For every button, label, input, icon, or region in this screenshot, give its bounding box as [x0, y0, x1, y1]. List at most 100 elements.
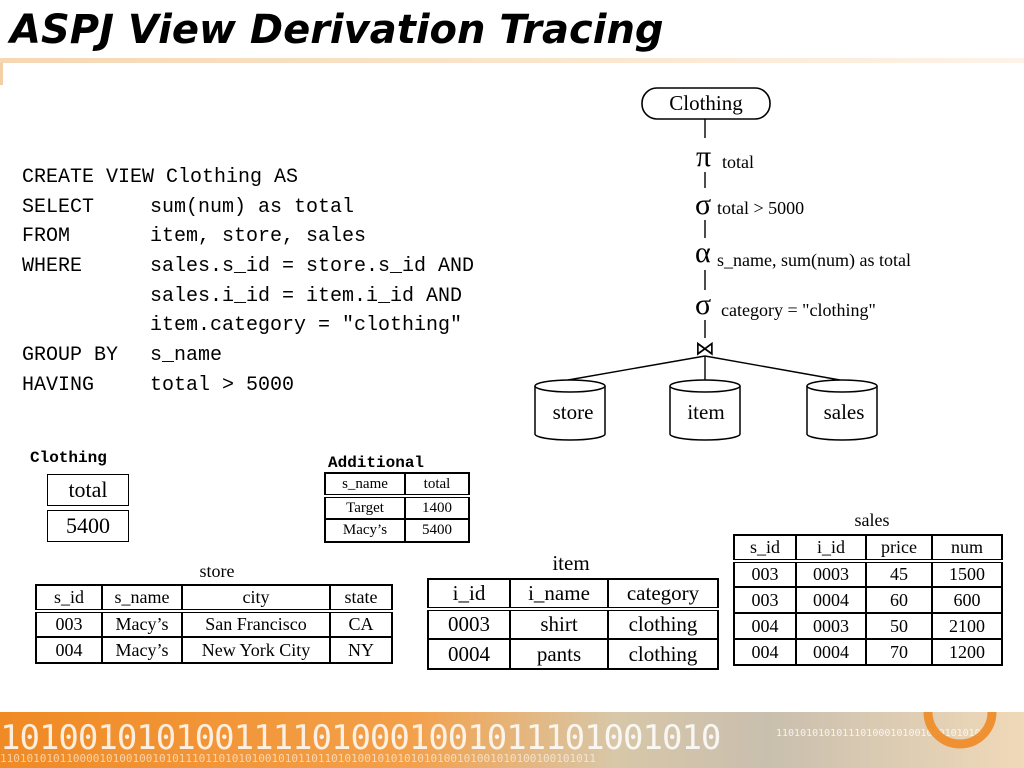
- sql-line-3-value: item, store, sales: [150, 225, 367, 248]
- table-row: 0003 shirt clothing: [427, 607, 719, 640]
- store-col-state: state: [329, 584, 393, 612]
- sigma-category-symbol: σ: [695, 288, 711, 321]
- sales-cell: 1500: [931, 559, 1003, 588]
- additional-col-total: total: [404, 472, 470, 497]
- item-cell: shirt: [509, 607, 609, 640]
- table-row: Macy’s 5400: [324, 518, 470, 543]
- sql-line-4-value: sales.s_id = store.s_id AND: [150, 255, 475, 278]
- item-cell: pants: [509, 638, 609, 670]
- tree-edge-store: [567, 355, 706, 381]
- sql-line-2-value: sum(num) as total: [150, 196, 355, 219]
- table-row: 003 Macy’s San Francisco CA: [35, 609, 393, 638]
- clothing-table-caption: Clothing: [30, 449, 107, 467]
- additional-table: s_name total Target 1400 Macy’s 5400: [324, 472, 470, 543]
- additional-cell: Target: [324, 494, 406, 520]
- sales-col-price: price: [865, 534, 933, 562]
- sql-line-3-keyword: FROM: [22, 225, 71, 248]
- footer-binary-right: 1101010101011101000101001000101010: [776, 728, 981, 739]
- sales-cell: 0003: [795, 559, 867, 588]
- item-col-category: category: [607, 578, 719, 610]
- store-cell: 004: [35, 636, 103, 664]
- sql-line-8-keyword: HAVING: [22, 374, 95, 397]
- store-col-city: city: [181, 584, 331, 612]
- item-cell: clothing: [607, 607, 719, 640]
- sql-line-7-value: s_name: [150, 344, 223, 367]
- store-cell: NY: [329, 636, 393, 664]
- sales-cell: 0004: [795, 586, 867, 614]
- item-cell: 0004: [427, 638, 511, 670]
- sales-cell: 2100: [931, 612, 1003, 640]
- page-title: ASPJ View Derivation Tracing: [10, 7, 664, 53]
- item-col-i-id: i_id: [427, 578, 511, 610]
- store-table-caption: store: [199, 561, 235, 581]
- footer-banner: 1010010101001111010001001011101001010 11…: [0, 712, 1024, 768]
- sigma-having-label: total > 5000: [717, 198, 804, 218]
- sql-line-1-keyword: CREATE VIEW Clothing AS: [22, 166, 299, 189]
- sql-line-2-keyword: SELECT: [22, 196, 95, 219]
- sales-cell: 50: [865, 612, 933, 640]
- footer-ring-decoration: [923, 712, 997, 749]
- sales-col-i-id: i_id: [795, 534, 867, 562]
- pi-operator-symbol: π: [696, 140, 711, 173]
- item-col-i-name: i_name: [509, 578, 609, 610]
- item-table-caption: item: [552, 551, 590, 575]
- sales-cell: 003: [733, 559, 797, 588]
- store-col-s-name: s_name: [101, 584, 183, 612]
- store-cell: CA: [329, 609, 393, 638]
- sales-cell: 1200: [931, 638, 1003, 666]
- sql-line-6-value: item.category = "clothing": [150, 314, 463, 337]
- additional-cell: 5400: [404, 518, 470, 543]
- table-row: 004 0003 50 2100: [733, 612, 1003, 640]
- sales-col-s-id: s_id: [733, 534, 797, 562]
- sigma-category-label: category = "clothing": [721, 300, 876, 320]
- alpha-aggregate-symbol: α: [695, 236, 711, 269]
- sales-cell: 003: [733, 586, 797, 614]
- table-row: 004 Macy’s New York City NY: [35, 636, 393, 664]
- sales-cylinder: [806, 379, 878, 441]
- tree-edge-sales: [704, 355, 841, 381]
- sql-line-4-keyword: WHERE: [22, 255, 83, 278]
- clothing-table-value: 5400: [47, 510, 129, 542]
- table-row: Target 1400: [324, 494, 470, 520]
- table-row: 003 0004 60 600: [733, 586, 1003, 614]
- clothing-table-header: total: [47, 474, 129, 506]
- sql-line-5-value: sales.i_id = item.i_id AND: [150, 285, 463, 308]
- footer-binary-small: 1101010101100001010010010101110110101010…: [0, 752, 597, 765]
- store-table: s_id s_name city state 003 Macy’s San Fr…: [35, 584, 393, 664]
- additional-table-caption: Additional: [328, 454, 425, 472]
- sales-table-caption: sales: [854, 510, 890, 530]
- store-col-s-id: s_id: [35, 584, 103, 612]
- table-row: 004 0004 70 1200: [733, 638, 1003, 666]
- store-cylinder: [534, 379, 606, 441]
- item-cylinder: [669, 379, 741, 441]
- sigma-having-symbol: σ: [695, 188, 711, 221]
- alpha-aggregate-label: s_name, sum(num) as total: [717, 250, 911, 271]
- sales-leaf-label: sales: [824, 400, 865, 424]
- sales-table: s_id i_id price num 003 0003 45 1500 003…: [733, 534, 1003, 666]
- store-cell: 003: [35, 609, 103, 638]
- item-cell: clothing: [607, 638, 719, 670]
- additional-cell: 1400: [404, 494, 470, 520]
- item-table: i_id i_name category 0003 shirt clothing…: [427, 578, 719, 670]
- store-leaf-label: store: [553, 400, 594, 424]
- sql-line-7-keyword: GROUP BY: [22, 344, 119, 367]
- store-cell: Macy’s: [101, 636, 183, 664]
- root-node-box: [641, 87, 771, 120]
- sales-cell: 70: [865, 638, 933, 666]
- sales-cell: 0003: [795, 612, 867, 640]
- item-leaf-label: item: [687, 400, 724, 424]
- table-row: 003 0003 45 1500: [733, 559, 1003, 588]
- additional-cell: Macy’s: [324, 518, 406, 543]
- title-underline: [0, 58, 1024, 63]
- sql-line-8-value: total > 5000: [150, 374, 295, 397]
- sales-col-num: num: [931, 534, 1003, 562]
- root-node-label: Clothing: [669, 91, 743, 115]
- sales-cell: 004: [733, 638, 797, 666]
- title-underline-tick: [0, 63, 3, 85]
- sales-cell: 600: [931, 586, 1003, 614]
- sales-cell: 004: [733, 612, 797, 640]
- join-operator-symbol: ⋈: [695, 336, 715, 360]
- item-cell: 0003: [427, 607, 511, 640]
- sales-cell: 45: [865, 559, 933, 588]
